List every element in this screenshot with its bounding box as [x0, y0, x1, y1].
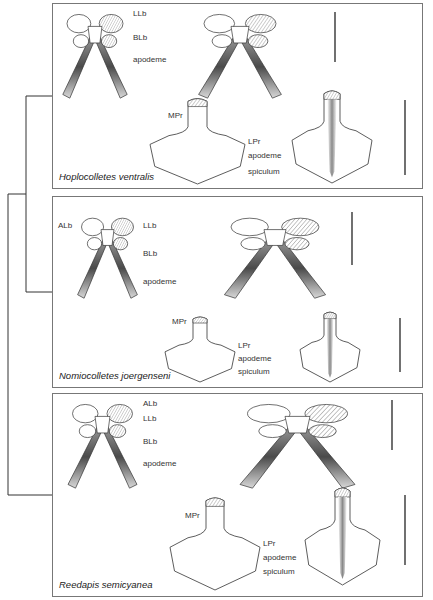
- species-panel: Hoplocolletes ventralis: [52, 3, 423, 189]
- species-panel: Reedapis semicyanea: [52, 393, 423, 597]
- part-label: spiculum: [263, 568, 295, 576]
- sternum-drawing: [224, 218, 325, 298]
- part-label: BLb: [143, 250, 157, 258]
- part-label: ALb: [143, 400, 157, 408]
- scale-bar: [391, 400, 392, 450]
- part-label: apodeme: [143, 460, 176, 468]
- part-label: LPr: [263, 540, 275, 548]
- part-label: ALb: [58, 222, 72, 230]
- part-label: apodeme: [238, 355, 271, 363]
- scale-bar: [399, 318, 400, 372]
- sternum-drawing: [170, 498, 260, 590]
- sternum-drawing: [240, 404, 355, 488]
- species-panel: Nomiocolletes joergenseni: [52, 196, 423, 388]
- species-name: Nomiocolletes joergenseni: [59, 370, 170, 381]
- sternum-drawing: [292, 91, 372, 183]
- part-label: MPr: [185, 512, 200, 520]
- part-label: BLb: [133, 34, 147, 42]
- species-name: Reedapis semicyanea: [59, 579, 152, 590]
- part-label: LLb: [143, 222, 156, 230]
- part-label: apodeme: [263, 554, 296, 562]
- sternum-drawing: [305, 488, 380, 585]
- sternum-drawing: [165, 317, 235, 382]
- tree-branch: [8, 194, 52, 495]
- scale-bar: [404, 100, 405, 175]
- part-label: LPr: [248, 138, 260, 146]
- part-label: LLb: [143, 415, 156, 423]
- part-label: apodeme: [133, 56, 166, 64]
- scale-bar: [334, 12, 335, 62]
- part-label: MPr: [172, 318, 187, 326]
- scale-bar: [351, 212, 352, 265]
- part-label: apodeme: [143, 278, 176, 286]
- sternum-drawing: [300, 312, 360, 382]
- sternum-drawing: [150, 99, 245, 184]
- part-label: spiculum: [238, 368, 270, 376]
- scale-bar: [404, 495, 405, 565]
- sternum-drawing: [78, 218, 138, 298]
- sternum-drawing: [68, 404, 137, 488]
- tree-branch: [26, 96, 52, 292]
- sternum-drawing: [199, 14, 282, 98]
- part-label: BLb: [143, 438, 157, 446]
- part-label: spiculum: [248, 168, 280, 176]
- part-label: LLb: [133, 10, 146, 18]
- sternum-drawing: [63, 14, 127, 98]
- species-name: Hoplocolletes ventralis: [59, 171, 154, 182]
- part-label: LPr: [238, 342, 250, 350]
- part-label: MPr: [168, 112, 183, 120]
- part-label: apodeme: [248, 152, 281, 160]
